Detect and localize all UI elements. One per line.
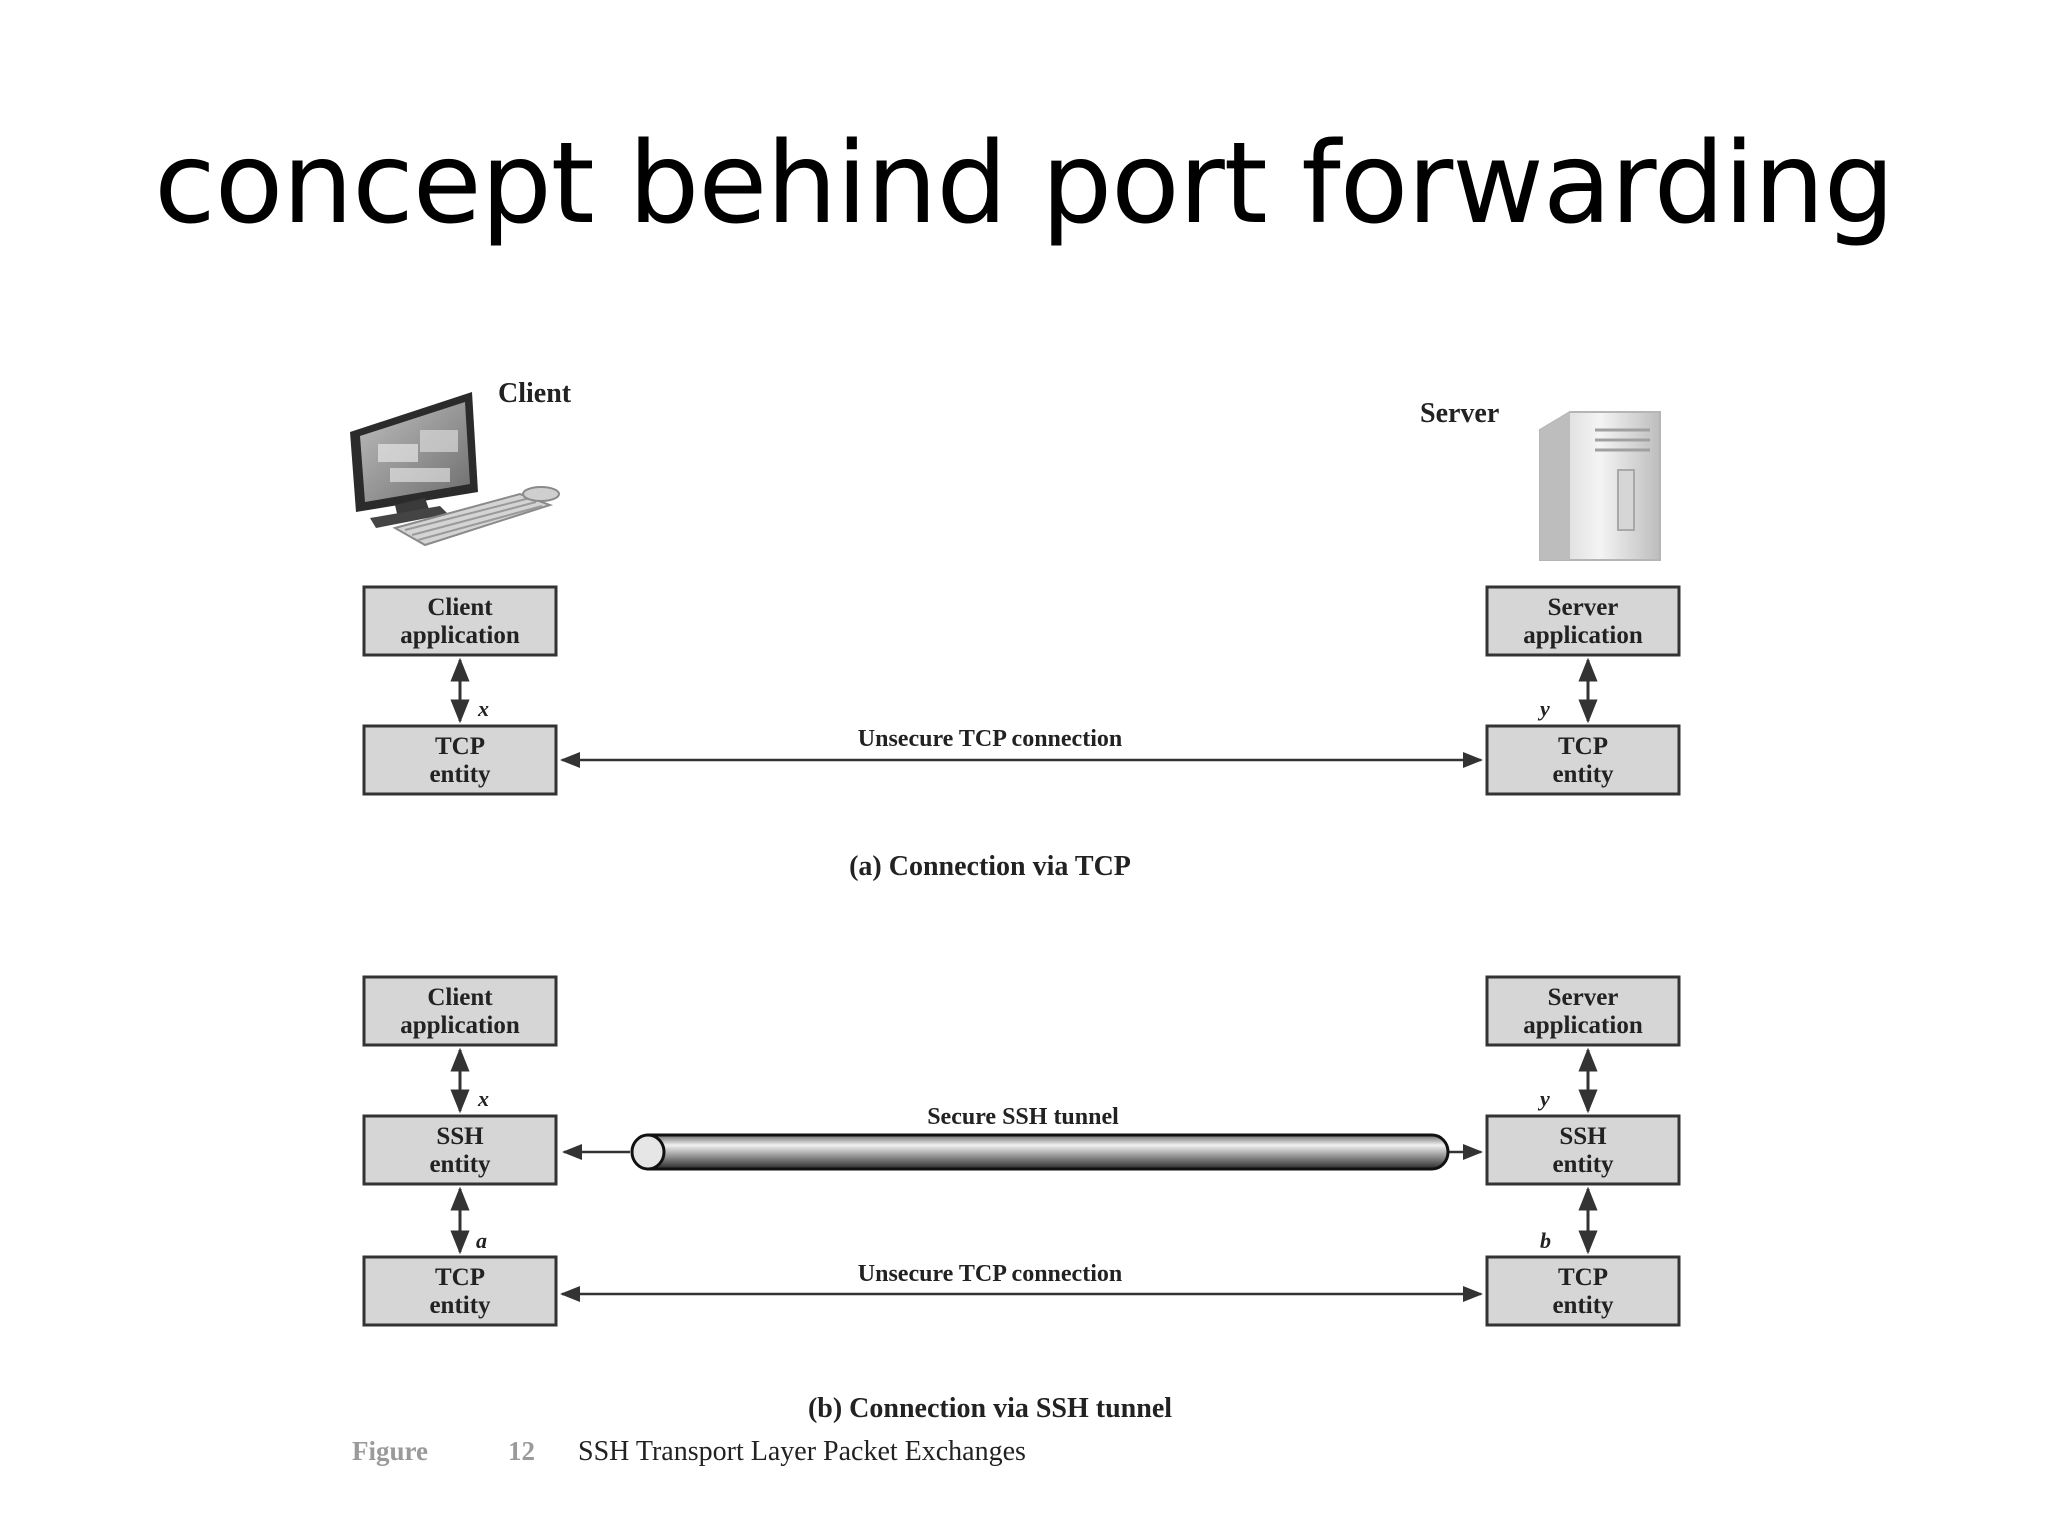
client-label: Client (498, 378, 572, 409)
svg-text:SSH: SSH (436, 1123, 484, 1150)
figure-label: Figure (352, 1436, 428, 1466)
svg-text:application: application (400, 1012, 520, 1039)
svg-text:entity: entity (429, 761, 491, 788)
client-tcp-entity-box-b: TCP entity (362, 1255, 558, 1327)
unsecure-tcp-label-b: Unsecure TCP connection (858, 1261, 1122, 1287)
unsecure-tcp-label-a: Unsecure TCP connection (858, 726, 1122, 752)
svg-text:application: application (1523, 622, 1643, 649)
port-a-label-b: a (476, 1228, 487, 1253)
svg-text:TCP: TCP (1558, 1264, 1608, 1291)
client-tcp-entity-box-a: TCP entity (362, 724, 558, 796)
port-x-label-b: x (477, 1086, 489, 1111)
ssh-tunnel-tube (630, 1133, 1450, 1171)
svg-text:TCP: TCP (435, 1264, 485, 1291)
svg-text:Server: Server (1548, 984, 1619, 1011)
svg-text:entity: entity (429, 1151, 491, 1178)
svg-text:application: application (400, 622, 520, 649)
figure-caption: SSH Transport Layer Packet Exchanges (578, 1436, 1026, 1467)
svg-text:Client: Client (427, 594, 493, 621)
server-application-box-b: Server application (1485, 975, 1681, 1047)
server-tcp-entity-box-b: TCP entity (1485, 1255, 1681, 1327)
port-y-label-b: y (1537, 1086, 1550, 1111)
svg-text:Client: Client (427, 984, 493, 1011)
svg-text:TCP: TCP (435, 733, 485, 760)
port-b-label-b: b (1540, 1228, 1551, 1253)
secure-ssh-tunnel-label: Secure SSH tunnel (927, 1104, 1119, 1130)
server-label: Server (1420, 398, 1499, 429)
svg-text:Server: Server (1548, 594, 1619, 621)
server-tcp-entity-box-a: TCP entity (1485, 724, 1681, 796)
client-ssh-entity-box-b: SSH entity (362, 1114, 558, 1186)
svg-text:SSH: SSH (1559, 1123, 1607, 1150)
client-application-box-a: Client application (362, 585, 558, 657)
server-tower-icon (1539, 411, 1661, 561)
port-y-label-a: y (1537, 696, 1550, 721)
svg-text:entity: entity (429, 1292, 491, 1319)
svg-text:entity: entity (1552, 1292, 1614, 1319)
svg-text:entity: entity (1552, 761, 1614, 788)
figure-number: 12 (508, 1436, 535, 1466)
slide-title: concept behind port forwarding (154, 119, 1895, 249)
svg-text:application: application (1523, 1012, 1643, 1039)
svg-text:TCP: TCP (1558, 733, 1608, 760)
server-ssh-entity-box-b: SSH entity (1485, 1114, 1681, 1186)
desktop-computer-icon (350, 392, 560, 547)
caption-b: (b) Connection via SSH tunnel (808, 1393, 1172, 1424)
port-x-label-a: x (477, 696, 489, 721)
caption-a: (a) Connection via TCP (849, 851, 1131, 882)
client-application-box-b: Client application (362, 975, 558, 1047)
svg-text:entity: entity (1552, 1151, 1614, 1178)
server-application-box-a: Server application (1485, 585, 1681, 657)
